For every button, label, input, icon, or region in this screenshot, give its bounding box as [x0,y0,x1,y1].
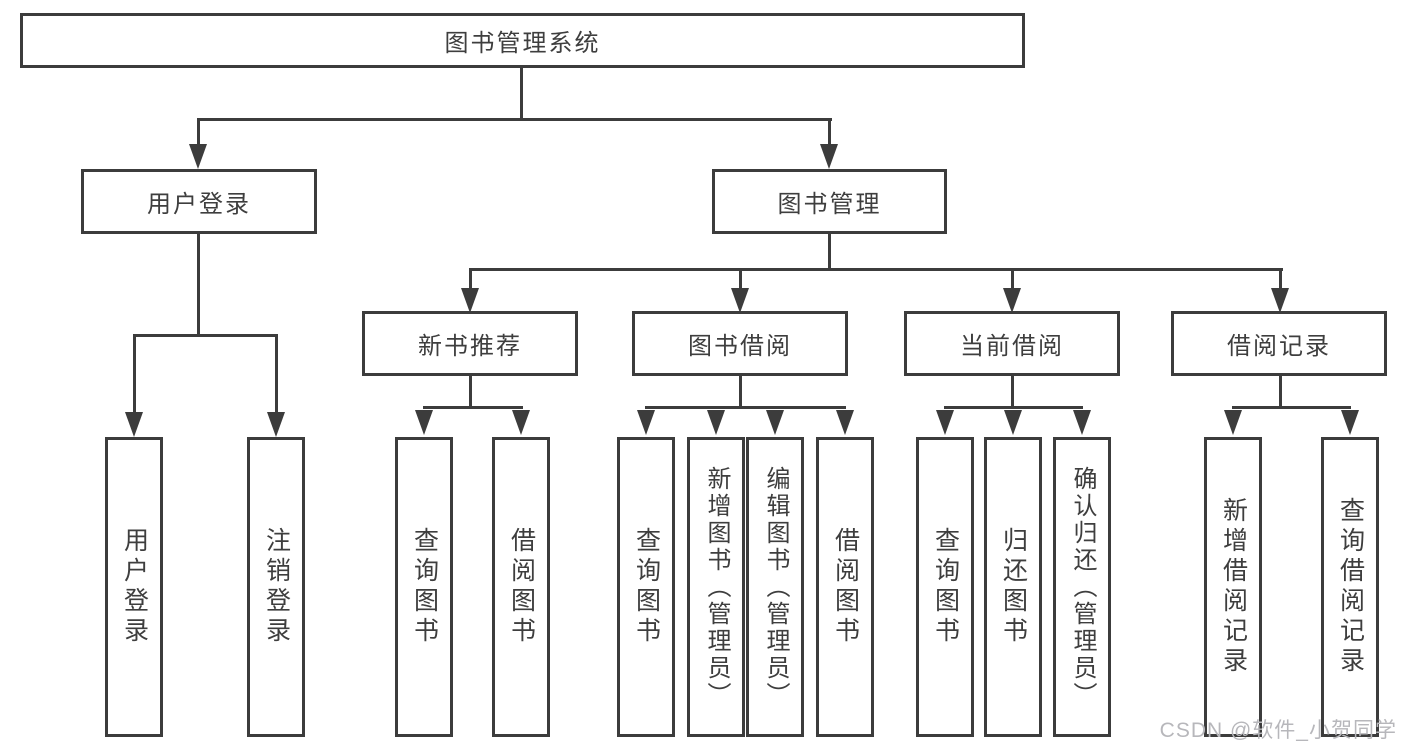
leaf-borrow-books-borrow-label: 借阅图书 [831,527,860,647]
arrowhead [637,410,655,435]
connector-stub [1011,268,1014,290]
connector-trunk [1279,376,1282,409]
arrowhead [1003,288,1021,313]
connector-stub [133,334,136,414]
leaf-query-books-current-label: 查询图书 [931,527,960,647]
leaf-query-books-borrow-label: 查询图书 [632,527,661,647]
leaf-add-book-admin: 新增图书（管理员） [687,437,745,737]
arrowhead [1073,410,1091,435]
leaf-user-login: 用户登录 [105,437,163,737]
connector-root-trunk [520,68,523,120]
leaf-edit-book-admin-label: 编辑图书（管理员） [762,465,789,709]
leaf-borrow-books-borrow: 借阅图书 [816,437,874,737]
connector-trunk [469,376,472,409]
node-new-book-recommend-label: 新书推荐 [418,333,522,360]
arrowhead [766,410,784,435]
leaf-add-borrow-record-label: 新增借阅记录 [1219,497,1248,677]
node-user-login-label: 用户登录 [147,191,251,218]
leaf-edit-book-admin: 编辑图书（管理员） [746,437,804,737]
node-root-label: 图书管理系统 [444,30,601,57]
connector-stub [275,334,278,414]
leaf-confirm-return-admin: 确认归还（管理员） [1053,437,1111,737]
arrowhead [512,410,530,435]
leaf-borrow-books-recommend-label: 借阅图书 [507,527,536,647]
connector-split [423,406,523,409]
arrowhead [267,412,285,437]
connector-split [944,406,1083,409]
leaf-logout: 注销登录 [247,437,305,737]
node-book-management: 图书管理 [712,169,947,234]
connector-trunk [1011,376,1014,409]
leaf-logout-label: 注销登录 [262,527,291,647]
connector-user-login-trunk [197,234,200,337]
connector-stub [828,118,831,148]
leaf-query-books-recommend-label: 查询图书 [410,527,439,647]
leaf-query-borrow-record-label: 查询借阅记录 [1336,497,1365,677]
node-root: 图书管理系统 [20,13,1025,68]
connector-user-login-split [133,334,278,337]
connector-split [645,406,846,409]
arrowhead [820,144,838,169]
csdn-watermark: CSDN @软件_小贺同学 [1159,719,1397,742]
leaf-add-book-admin-label: 新增图书（管理员） [703,465,730,709]
connector-book-mgmt-trunk [828,233,831,271]
arrowhead [189,144,207,169]
arrowhead [461,288,479,313]
arrowhead [1341,410,1359,435]
connector-trunk [739,376,742,409]
arrowhead [731,288,749,313]
connector-split [1232,406,1351,409]
node-borrow-records: 借阅记录 [1171,311,1387,376]
arrowhead [936,410,954,435]
connector-level1-split [198,118,832,121]
node-user-login: 用户登录 [81,169,317,234]
leaf-query-borrow-record: 查询借阅记录 [1321,437,1379,737]
leaf-user-login-label: 用户登录 [120,527,149,647]
node-borrow-records-label: 借阅记录 [1227,333,1331,360]
arrowhead [415,410,433,435]
leaf-confirm-return-admin-label: 确认归还（管理员） [1069,465,1096,709]
connector-stub [197,118,200,148]
connector-stub [1279,268,1282,290]
arrowhead [125,412,143,437]
leaf-query-books-current: 查询图书 [916,437,974,737]
leaf-query-books-recommend: 查询图书 [395,437,453,737]
connector-stub [469,268,472,290]
node-book-borrow-label: 图书借阅 [688,333,792,360]
leaf-query-books-borrow: 查询图书 [617,437,675,737]
node-book-borrow: 图书借阅 [632,311,848,376]
arrowhead [1224,410,1242,435]
node-book-management-label: 图书管理 [777,191,882,218]
leaf-add-borrow-record: 新增借阅记录 [1204,437,1262,737]
node-new-book-recommend: 新书推荐 [362,311,578,376]
connector-stub [739,268,742,290]
arrowhead [836,410,854,435]
arrowhead [1271,288,1289,313]
connector-level2-split [469,268,1283,271]
leaf-return-books-label: 归还图书 [999,527,1028,647]
node-current-borrow: 当前借阅 [904,311,1120,376]
node-current-borrow-label: 当前借阅 [960,333,1064,360]
arrowhead [1004,410,1022,435]
arrowhead [707,410,725,435]
leaf-borrow-books-recommend: 借阅图书 [492,437,550,737]
leaf-return-books: 归还图书 [984,437,1042,737]
